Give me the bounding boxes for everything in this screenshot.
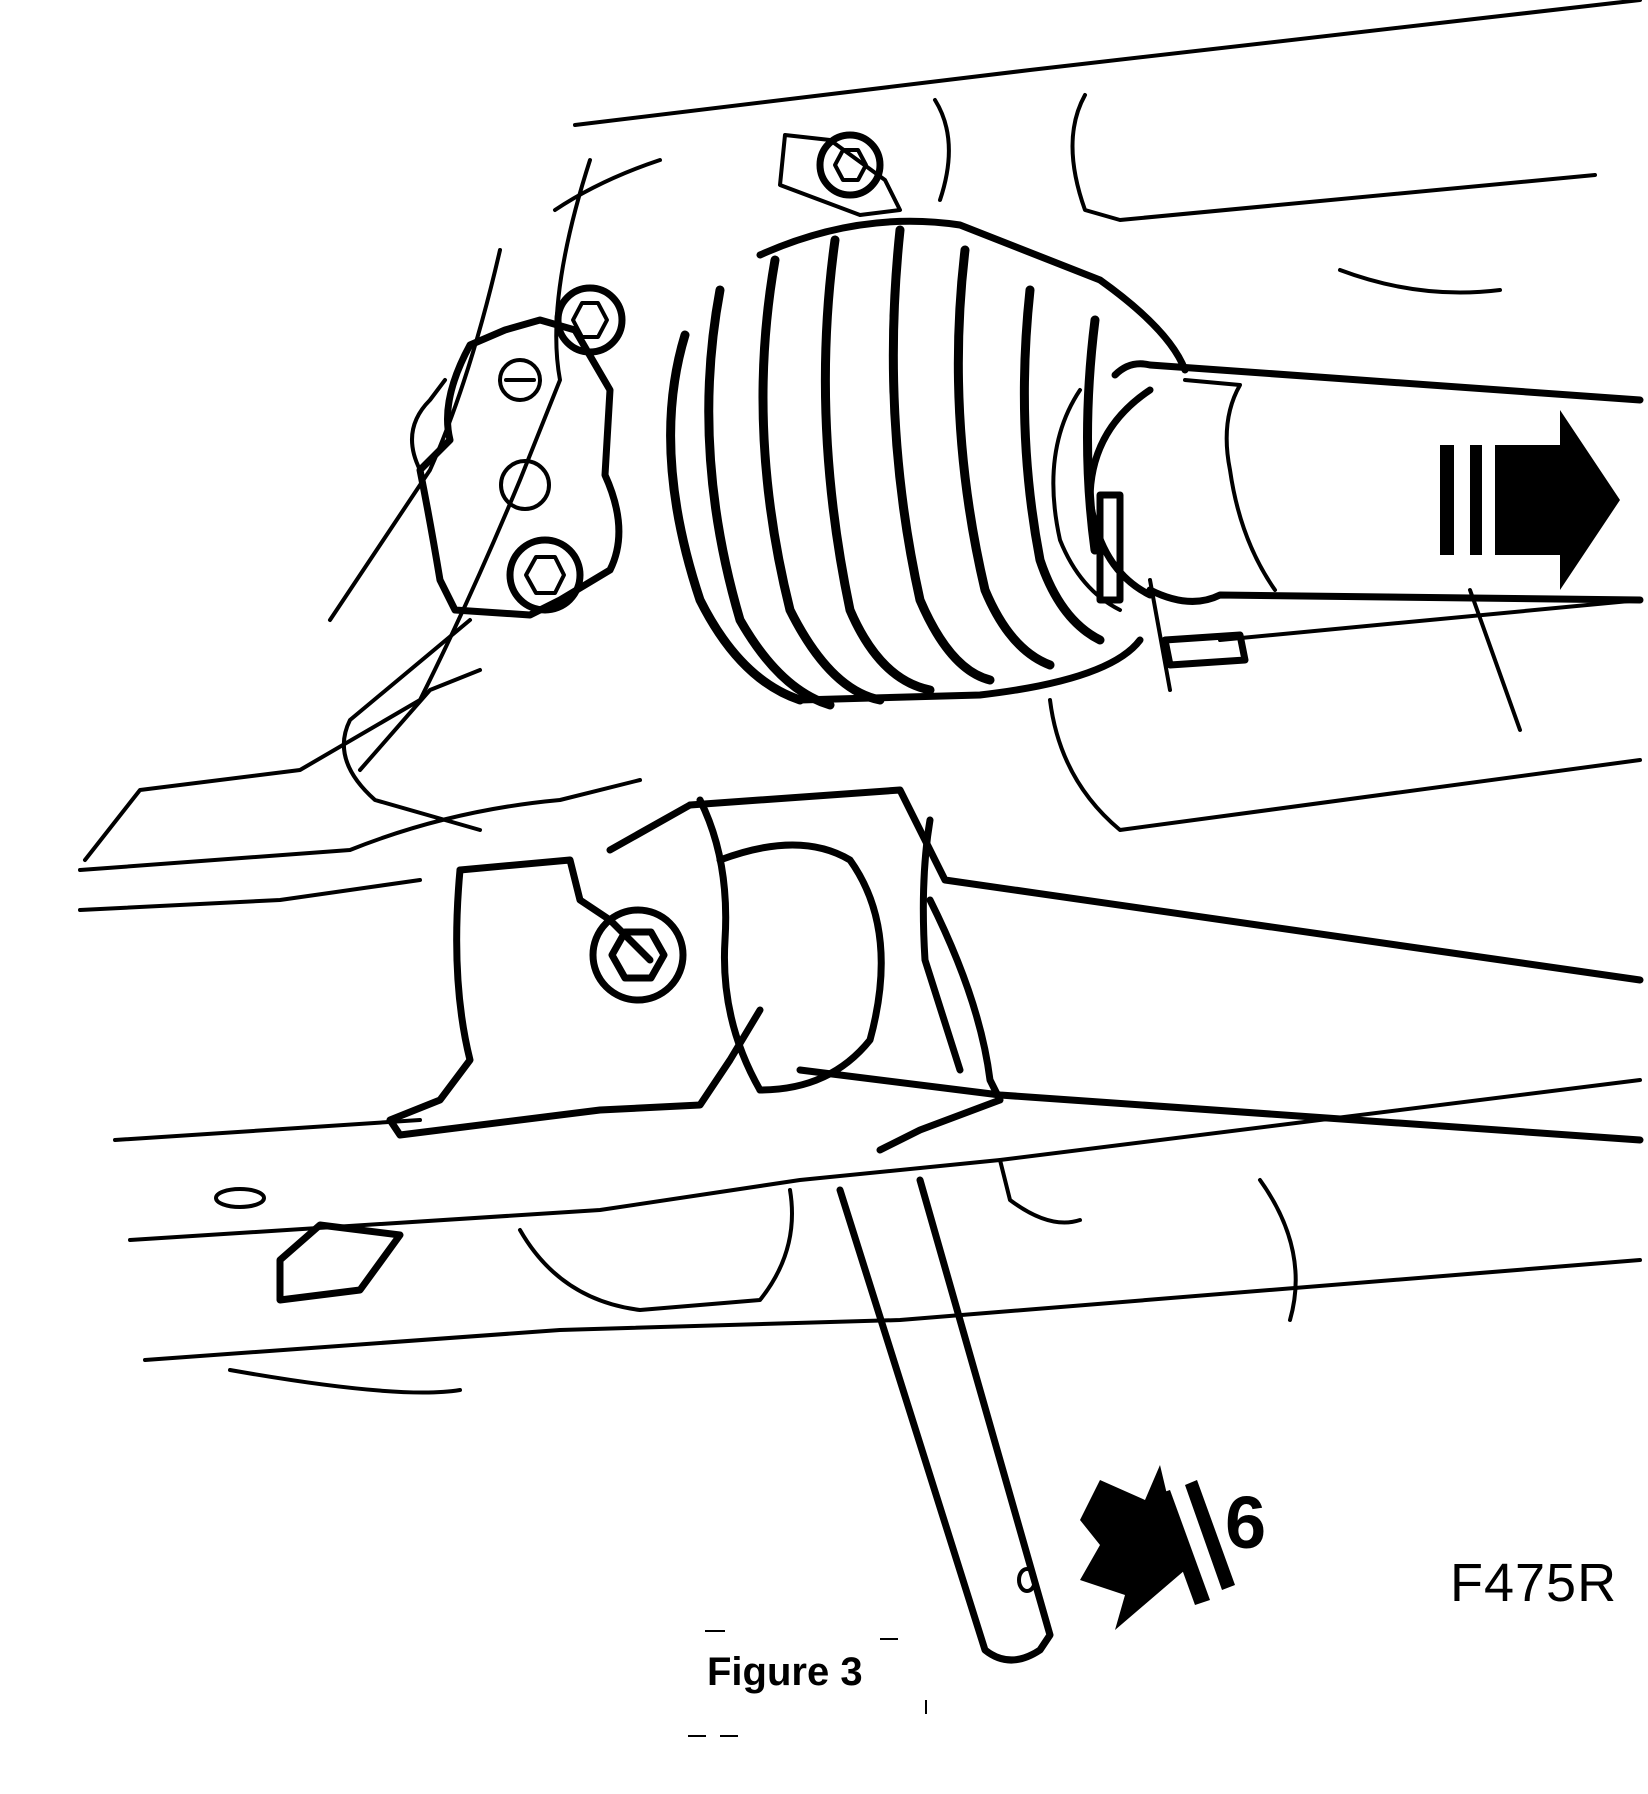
drive-shaft bbox=[1051, 360, 1644, 669]
body-outline bbox=[78, 0, 1642, 912]
caption-corner-mark bbox=[925, 1700, 927, 1714]
bolt-upper bbox=[816, 131, 884, 199]
transmission-bracket bbox=[410, 316, 623, 619]
callout-label-6: 6 bbox=[1225, 1481, 1267, 1564]
arm-bolt bbox=[589, 906, 687, 1004]
figure-reference-code: F475R bbox=[1450, 1553, 1618, 1613]
cv-joint-boot bbox=[666, 217, 1189, 710]
bolt-left bbox=[554, 284, 626, 356]
figure-caption: Figure 3 bbox=[707, 1650, 863, 1694]
caption-corner-mark bbox=[720, 1735, 738, 1737]
pry-bar-tool bbox=[836, 1176, 1054, 1664]
subframe bbox=[113, 1078, 1642, 1395]
bolt-lower bbox=[506, 536, 584, 614]
caption-corner-mark bbox=[705, 1630, 725, 1632]
caption-corner-mark bbox=[880, 1638, 898, 1640]
shaft-direction-arrow bbox=[1440, 410, 1620, 590]
caption-corner-mark bbox=[688, 1735, 706, 1737]
upper-mount-plate bbox=[778, 133, 902, 217]
lower-control-arm bbox=[386, 786, 1644, 1154]
callout-arrow-6 bbox=[1080, 1465, 1235, 1630]
